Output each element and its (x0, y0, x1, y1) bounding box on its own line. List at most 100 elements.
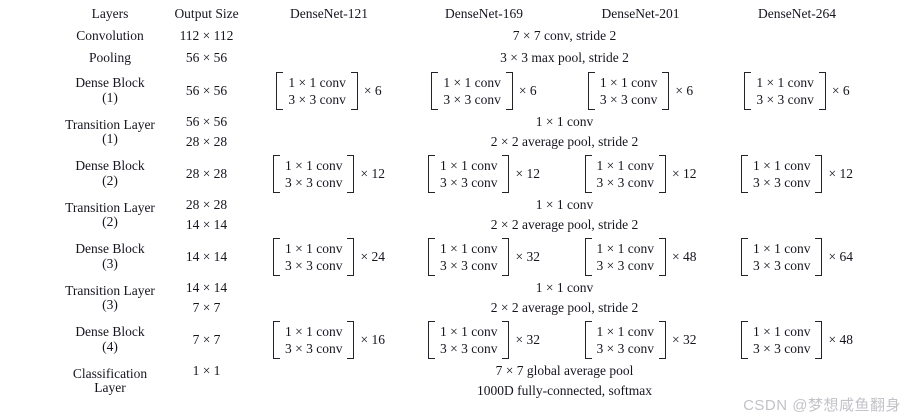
bracket-right-icon (347, 320, 355, 359)
row-label-dense-block-1: Dense Block (1) (60, 69, 160, 112)
repeat-count: × 12 (515, 165, 540, 181)
bracket-group: 1 × 1 conv 3 × 3 conv (428, 237, 510, 277)
row-label-index: (1) (102, 131, 118, 146)
table-row-dense-block-1: Dense Block (1) 56 × 56 1 × 1 conv 3 × 3… (60, 69, 876, 112)
bracket-left-icon (587, 71, 595, 110)
cell-dense-block-2-densenet-201: 1 × 1 conv 3 × 3 conv × 12 (563, 152, 718, 195)
conv-line-1: 1 × 1 conv (596, 240, 654, 256)
bracket-left-icon (273, 237, 280, 276)
repeat-count: × 6 (518, 82, 537, 98)
conv-line-1: 1 × 1 conv (753, 240, 811, 256)
table-row-classification-layer-b: 1000D fully-connected, softmax (60, 381, 876, 401)
row-spec-classification-b: 1000D fully-connected, softmax (253, 381, 876, 401)
row-spec-transition-3-a: 1 × 1 conv (253, 278, 876, 298)
row-label-text: Dense Block (75, 158, 145, 174)
row-spec-transition-2-a: 1 × 1 conv (253, 195, 876, 215)
cell-dense-block-3-densenet-121: 1 × 1 conv 3 × 3 conv × 24 (253, 235, 405, 278)
bracket-left-icon (741, 320, 748, 359)
conv-line-2: 3 × 3 conv (288, 91, 346, 107)
bracket-group: 1 × 1 conv 3 × 3 conv (587, 71, 670, 111)
bracket-left-icon (428, 320, 435, 359)
bracket-group: 1 × 1 conv 3 × 3 conv (428, 320, 510, 360)
bracket-group: 1 × 1 conv 3 × 3 conv (273, 237, 355, 277)
row-spec-transition-1-b: 2 × 2 average pool, stride 2 (253, 132, 876, 152)
row-spec-transition-3-b: 2 × 2 average pool, stride 2 (253, 298, 876, 318)
row-output-size-dense-block-2: 28 × 28 (160, 152, 253, 195)
row-label-text: Transition Layer (65, 282, 155, 298)
bracket-left-icon (741, 154, 748, 193)
conv-line-1: 1 × 1 conv (440, 240, 498, 256)
bracket-left-icon (273, 320, 280, 359)
repeat-count: × 6 (675, 82, 694, 98)
bracket-right-icon (815, 320, 823, 359)
bracket-group: 1 × 1 conv 3 × 3 conv (741, 154, 823, 194)
row-output-size-transition-2-a: 28 × 28 (160, 195, 253, 215)
cell-dense-block-4-densenet-201: 1 × 1 conv 3 × 3 conv × 32 (563, 318, 718, 361)
repeat-count: × 24 (360, 248, 385, 264)
header-cell-densenet-201: DenseNet-201 (563, 2, 718, 25)
cell-dense-block-3-densenet-264: 1 × 1 conv 3 × 3 conv × 64 (718, 235, 876, 278)
table-row-convolution: Convolution 112 × 112 7 × 7 conv, stride… (60, 25, 876, 47)
bracket-right-icon (662, 71, 670, 110)
bracket-right-icon (502, 320, 510, 359)
bracket-right-icon (818, 71, 826, 110)
row-output-size-classification-b (160, 381, 253, 401)
table-row-transition-layer-3-b: 7 × 7 2 × 2 average pool, stride 2 (60, 298, 876, 318)
row-label-transition-layer-1: Transition Layer (1) (60, 112, 160, 152)
table-row-transition-layer-1-a: Transition Layer (1) 56 × 56 1 × 1 conv (60, 112, 876, 152)
bracket-right-icon (505, 71, 513, 110)
row-label-pooling: Pooling (60, 47, 160, 69)
conv-line-1: 1 × 1 conv (285, 240, 343, 256)
row-label-text: Dense Block (75, 75, 145, 91)
conv-line-2: 3 × 3 conv (285, 257, 343, 273)
row-spec-pooling: 3 × 3 max pool, stride 2 (253, 47, 876, 69)
bracket-group: 1 × 1 conv 3 × 3 conv (744, 71, 826, 111)
header-cell-output-size: Output Size (160, 2, 253, 25)
bracket-left-icon (741, 237, 748, 276)
conv-line-2: 3 × 3 conv (440, 174, 498, 190)
conv-line-2: 3 × 3 conv (753, 257, 811, 273)
conv-line-2: 3 × 3 conv (440, 340, 498, 356)
bracket-group: 1 × 1 conv 3 × 3 conv (273, 320, 355, 360)
conv-line-2: 3 × 3 conv (440, 257, 498, 273)
row-label-classification-layer: Classification Layer (60, 361, 160, 401)
row-output-size-dense-block-4: 7 × 7 (160, 318, 253, 361)
row-label-index: (1) (102, 89, 118, 105)
repeat-count: × 32 (515, 248, 540, 264)
cell-dense-block-1-densenet-201: 1 × 1 conv 3 × 3 conv × 6 (563, 69, 718, 112)
conv-line-1: 1 × 1 conv (753, 323, 811, 339)
header-cell-layers: Layers (60, 2, 160, 25)
repeat-count: × 48 (671, 248, 697, 264)
row-label-index: (3) (102, 255, 118, 271)
conv-line-2: 3 × 3 conv (756, 91, 814, 107)
cell-dense-block-2-densenet-169: 1 × 1 conv 3 × 3 conv × 12 (405, 152, 563, 195)
row-label-text: Transition Layer (65, 199, 155, 215)
conv-line-2: 3 × 3 conv (753, 174, 811, 190)
conv-line-2: 3 × 3 conv (596, 340, 654, 356)
repeat-count: × 32 (515, 331, 540, 347)
cell-dense-block-4-densenet-121: 1 × 1 conv 3 × 3 conv × 16 (253, 318, 405, 361)
table-row-dense-block-2: Dense Block (2) 28 × 28 1 × 1 conv 3 × 3… (60, 152, 876, 195)
row-output-size-classification-a: 1 × 1 (160, 361, 253, 381)
bracket-group: 1 × 1 conv 3 × 3 conv (741, 320, 823, 360)
conv-line-1: 1 × 1 conv (599, 74, 658, 90)
bracket-right-icon (347, 154, 355, 193)
conv-line-1: 1 × 1 conv (596, 323, 654, 339)
table-row-dense-block-4: Dense Block (4) 7 × 7 1 × 1 conv 3 × 3 c… (60, 318, 876, 361)
bracket-group: 1 × 1 conv 3 × 3 conv (431, 71, 513, 111)
bracket-left-icon (584, 237, 592, 276)
conv-line-2: 3 × 3 conv (443, 91, 501, 107)
bracket-left-icon (744, 71, 752, 110)
conv-line-2: 3 × 3 conv (753, 340, 811, 356)
row-output-size-transition-3-a: 14 × 14 (160, 278, 253, 298)
row-label-dense-block-4: Dense Block (4) (60, 318, 160, 361)
row-label-convolution: Convolution (60, 25, 160, 47)
conv-line-2: 3 × 3 conv (285, 174, 343, 190)
row-label-text: Transition Layer (65, 116, 155, 132)
repeat-count: × 12 (360, 165, 385, 181)
table-row-transition-layer-3-a: Transition Layer (3) 14 × 14 1 × 1 conv (60, 278, 876, 318)
row-output-size-transition-1-b: 28 × 28 (160, 132, 253, 152)
row-label-index: (2) (102, 172, 118, 188)
conv-line-1: 1 × 1 conv (443, 74, 501, 90)
bracket-right-icon (658, 154, 666, 193)
